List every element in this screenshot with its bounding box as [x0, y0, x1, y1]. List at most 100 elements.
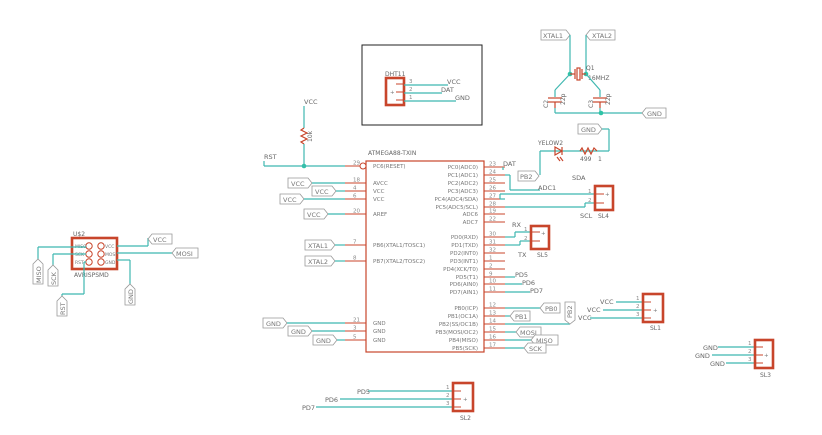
connector-sl1[interactable]: + 1 2 3 SL1 [636, 292, 665, 332]
mcu-pin-label: GND [373, 329, 386, 335]
mcu-pin-number: 17 [489, 343, 496, 349]
mcu-pin-number: 7 [353, 240, 357, 246]
mcu-pin-label: AVCC [373, 181, 388, 187]
isp-header[interactable]: U$2 MISO SCK RST VCC MOSI GND AVRISPSMD [70, 231, 119, 279]
svg-text:XTAL2: XTAL2 [592, 32, 612, 40]
mcu-pin-number: 10 [489, 279, 496, 285]
connector-sl4[interactable]: + 1 2 SL4 [588, 184, 615, 220]
connector-sl5[interactable]: + 1 2 SL5 [524, 224, 551, 259]
svg-text:AVRISPSMD: AVRISPSMD [74, 272, 109, 279]
flag-pb2-led[interactable]: PB2 [517, 170, 540, 182]
net-pd6: PD6 [522, 279, 535, 287]
crystal-q1[interactable]: Q1 16MHZ [570, 65, 609, 82]
connector-sl2[interactable]: + 1 2 3 SL2 [446, 381, 475, 422]
flag-sck[interactable]: SCK [523, 342, 547, 354]
svg-text:2: 2 [748, 349, 752, 355]
flag-mosi-isp[interactable]: MOSI [171, 247, 199, 259]
flag-rst-isp[interactable]: RST [56, 295, 68, 317]
mcu-pin-label: PD4(XCK/T0) [443, 267, 478, 273]
flag-pb1[interactable]: PB1 [509, 310, 531, 322]
dht-frame [361, 44, 483, 126]
flag-gnd-led[interactable]: GND [577, 123, 603, 135]
mcu-pin-number: 27 [489, 194, 496, 200]
mcu-pin-label: GND [373, 338, 386, 344]
resistor-499[interactable]: 499 1 [579, 146, 602, 163]
flag-pb0[interactable]: PB0 [539, 302, 561, 314]
flag-gnd-mcu3[interactable]: GND [312, 334, 338, 346]
mcu-pin-number: 20 [353, 209, 360, 215]
flag-mosi[interactable]: MOSI [515, 326, 542, 338]
sl2-net-1: PD5 [357, 388, 370, 396]
flag-xtal1[interactable]: XTAL1 [540, 29, 571, 41]
mcu-atmega88[interactable]: ATMEGA88-TXIN 29PC6(RESET)18AVCC4VCC6VCC… [345, 150, 505, 353]
flag-vcc-isp[interactable]: VCC [147, 233, 173, 245]
flag-gnd-mcu2[interactable]: GND [287, 325, 313, 337]
flag-gnd-mcu1[interactable]: GND [262, 317, 288, 329]
flag-vcc-vcc2[interactable]: VCC [279, 193, 305, 205]
svg-text:10k: 10k [307, 130, 314, 142]
sl2-net-3: PD7 [302, 404, 315, 412]
flag-xtal1-mcu[interactable]: XTAL1 [304, 239, 336, 251]
svg-text:MISO: MISO [536, 337, 553, 345]
mcu-pin-label: ADC7 [463, 220, 479, 226]
mcu-pin-number: 14 [489, 319, 496, 325]
flag-miso-isp[interactable]: MISO [32, 258, 44, 285]
dht-net-dat: DAT [441, 86, 454, 94]
connector-sl3[interactable]: + 1 2 3 SL3 [748, 338, 775, 379]
svg-text:XTAL1: XTAL1 [308, 242, 328, 250]
svg-text:VCC: VCC [105, 244, 114, 250]
mcu-pin-number: 12 [489, 303, 496, 309]
flag-gnd-crystal[interactable]: GND [641, 107, 667, 119]
sl1-net-2: VCC [587, 306, 601, 314]
flag-pb2-mcu[interactable]: PB2 [564, 301, 576, 325]
capacitor-c2[interactable]: C2 22p [543, 93, 567, 108]
flag-gnd-isp[interactable]: GND [124, 283, 136, 306]
sl3-net-3: GND [710, 360, 725, 368]
flag-xtal2-mcu[interactable]: XTAL2 [304, 255, 336, 267]
dht11-sensor[interactable]: DHT11 + 3 2 1 [384, 71, 413, 107]
led-yelow2[interactable] [554, 145, 564, 162]
resistor-r1[interactable]: 10k [299, 127, 314, 145]
flag-xtal2[interactable]: XTAL2 [585, 29, 616, 41]
mcu-pin-label: PD2(INT0) [450, 251, 478, 257]
svg-text:RST: RST [75, 260, 84, 266]
capacitor-c3[interactable]: C3 22p [588, 93, 612, 108]
flag-vcc-vcc1[interactable]: VCC [311, 185, 337, 197]
svg-text:VCC: VCC [283, 196, 297, 204]
flag-sck-isp[interactable]: SCK [47, 264, 59, 287]
flag-vcc-aref[interactable]: VCC [303, 208, 329, 220]
svg-text:499: 499 [580, 156, 592, 163]
flag-vcc-avcc[interactable]: VCC [287, 177, 313, 189]
